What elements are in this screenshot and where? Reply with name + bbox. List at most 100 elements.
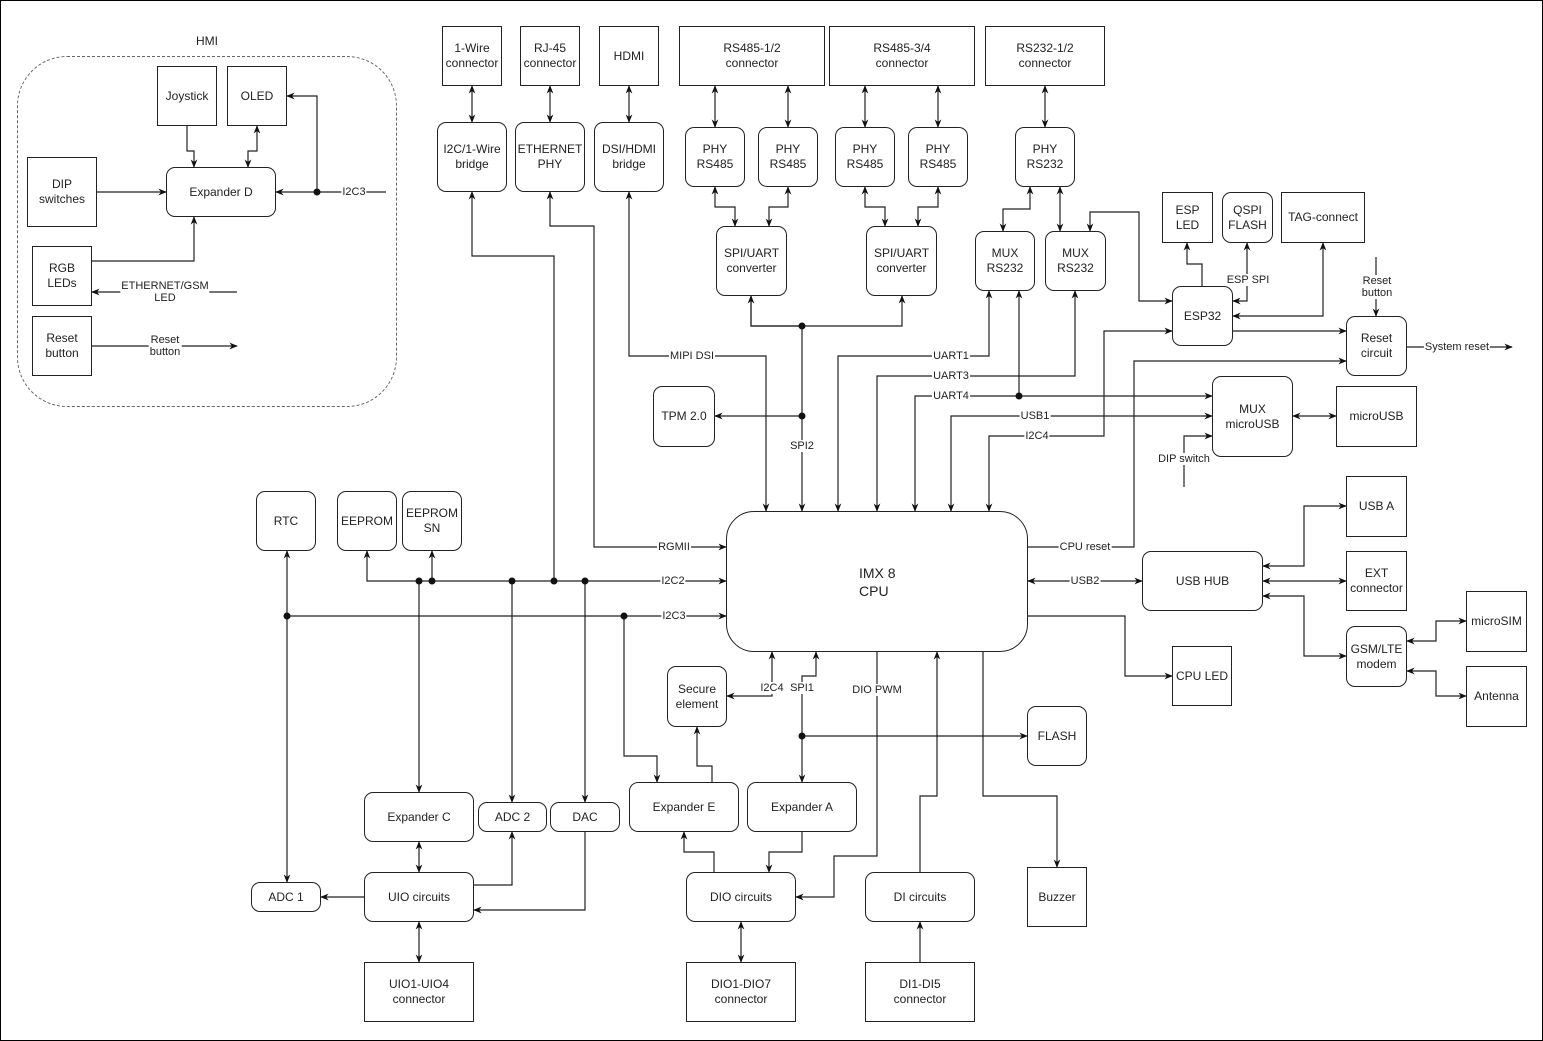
wire-phy3-spiuart — [861, 186, 889, 227]
junction-dot — [550, 577, 558, 585]
reset-circuit-block[interactable]: Reset circuit — [1346, 316, 1407, 376]
phy-rs232-block[interactable]: PHY RS232 — [1015, 127, 1075, 187]
wire-i2c3-expe — [623, 616, 661, 783]
wire-dio-pwm — [795, 652, 878, 901]
oled-block[interactable]: OLED — [227, 66, 287, 126]
expander-c-block[interactable]: Expander C — [364, 792, 474, 842]
expander-d-block[interactable]: Expander D — [166, 167, 276, 217]
tag-connect-block[interactable]: TAG-connect — [1281, 192, 1365, 243]
wire-oled-expd — [244, 125, 261, 168]
label-reset-button-in: Reset button — [1360, 275, 1394, 299]
ext-connector-block[interactable]: EXT connector — [1346, 551, 1407, 611]
label-uart4: UART4 — [932, 390, 970, 402]
i2c-1wire-bridge-block[interactable]: I2C/1-Wire bridge — [437, 122, 507, 192]
rs485-34-connector-block[interactable]: RS485-3/4 connector — [829, 26, 975, 86]
gsm-lte-modem-block[interactable]: GSM/LTE modem — [1346, 626, 1407, 687]
uio-connector-block[interactable]: UIO1-UIO4 connector — [364, 962, 474, 1022]
wire-mux2-esp — [1086, 211, 1173, 305]
reset-button-block[interactable]: Reset button — [32, 316, 92, 376]
wire-expe-secure — [693, 726, 713, 782]
di-circuits-block[interactable]: DI circuits — [865, 872, 975, 922]
wire-dip-mux — [1183, 432, 1213, 487]
microsim-block[interactable]: microSIM — [1466, 591, 1527, 652]
label-i2c2: I2C2 — [660, 575, 686, 587]
phy-rs485-1-block[interactable]: PHY RS485 — [685, 127, 745, 187]
uio-circuits-block[interactable]: UIO circuits — [364, 872, 474, 922]
tpm-block[interactable]: TPM 2.0 — [653, 386, 715, 447]
expander-e-block[interactable]: Expander E — [629, 782, 739, 832]
label-uart3: UART3 — [932, 370, 970, 382]
dio-circuits-block[interactable]: DIO circuits — [686, 872, 796, 922]
junction-dot — [620, 612, 628, 620]
phy-rs485-2-block[interactable]: PHY RS485 — [758, 127, 818, 187]
usb-a-block[interactable]: USB A — [1346, 476, 1407, 537]
wire-uart3 — [873, 290, 1079, 512]
wire-cpu-buzzer — [982, 652, 1061, 868]
wire-eth-rgmii — [546, 191, 727, 551]
dio-connector-block[interactable]: DIO1-DIO7 connector — [686, 962, 796, 1022]
wire-phy232-mux1 — [999, 186, 1034, 232]
flash-block[interactable]: FLASH — [1027, 706, 1087, 766]
spi-uart-converter-2-block[interactable]: SPI/UART converter — [866, 226, 937, 296]
mux-microusb-block[interactable]: MUX microUSB — [1212, 376, 1293, 457]
label-cpu-reset: CPU reset — [1058, 541, 1112, 553]
wire-1wire-i2c2 — [468, 191, 555, 581]
buzzer-block[interactable]: Buzzer — [1027, 867, 1087, 927]
wire-esp-led — [1183, 242, 1203, 286]
hdmi-block[interactable]: HDMI — [599, 26, 659, 86]
junction-dot — [798, 412, 806, 420]
wire-i2c4-esp — [985, 327, 1173, 512]
rgb-leds-block[interactable]: RGB LEDs — [32, 246, 92, 306]
adc1-block[interactable]: ADC 1 — [251, 882, 321, 912]
phy-rs485-4-block[interactable]: PHY RS485 — [908, 127, 968, 187]
esp32-block[interactable]: ESP32 — [1172, 286, 1233, 346]
mux-rs232-2-block[interactable]: MUX RS232 — [1045, 231, 1106, 291]
qspi-flash-block[interactable]: QSPI FLASH — [1222, 192, 1273, 243]
wire-phy1-spiuart — [711, 186, 739, 227]
mux-rs232-1-block[interactable]: MUX RS232 — [975, 231, 1035, 291]
rj45-connector-block[interactable]: RJ-45 connector — [520, 26, 580, 86]
label-spi2: SPI2 — [789, 440, 815, 452]
wire-cpuled — [1028, 615, 1173, 680]
ethernet-phy-block[interactable]: ETHERNET PHY — [515, 122, 585, 192]
joystick-block[interactable]: Joystick — [157, 66, 217, 126]
wire-spi1 — [798, 651, 820, 783]
onewire-connector-block[interactable]: 1-Wire connector — [442, 26, 502, 86]
dsi-hdmi-bridge-block[interactable]: DSI/HDMI bridge — [594, 122, 664, 192]
esp-led-block[interactable]: ESP LED — [1162, 192, 1213, 243]
expander-a-block[interactable]: Expander A — [747, 782, 857, 832]
label-reset-button-signal: Reset button — [148, 334, 182, 358]
junction-dot — [798, 732, 806, 740]
eeprom-block[interactable]: EEPROM — [337, 491, 397, 551]
wire-phy2-spiuart — [765, 186, 792, 227]
junction-dot — [313, 188, 321, 196]
antenna-block[interactable]: Antenna — [1466, 666, 1527, 727]
eeprom-sn-block[interactable]: EEPROM SN — [402, 491, 462, 551]
wire-i2c4-secure — [726, 651, 776, 700]
junction-dot — [798, 322, 806, 330]
wire-spi2-bus — [750, 295, 906, 327]
label-rgmii: RGMII — [657, 541, 691, 553]
rtc-block[interactable]: RTC — [256, 491, 316, 551]
adc2-block[interactable]: ADC 2 — [478, 802, 547, 832]
wire-hub-usba — [1262, 502, 1347, 570]
wire-i2c3-oled — [286, 92, 318, 192]
dac-block[interactable]: DAC — [550, 802, 620, 832]
wire-spi2-bus-left — [747, 295, 802, 327]
hmi-group — [17, 56, 397, 407]
cpu-led-block[interactable]: CPU LED — [1172, 646, 1232, 706]
usb-hub-block[interactable]: USB HUB — [1142, 551, 1263, 611]
di-connector-block[interactable]: DI1-DI5 connector — [865, 962, 975, 1022]
label-esp-spi: ESP SPI — [1225, 274, 1271, 286]
rs232-12-connector-block[interactable]: RS232-1/2 connector — [985, 26, 1105, 86]
wire-expa-dio — [765, 832, 803, 873]
microusb-block[interactable]: microUSB — [1336, 386, 1417, 447]
secure-element-block[interactable]: Secure element — [667, 666, 727, 727]
phy-rs485-3-block[interactable]: PHY RS485 — [835, 127, 895, 187]
spi-uart-converter-1-block[interactable]: SPI/UART converter — [716, 226, 787, 296]
label-ethernet-gsm-led: ETHERNET/GSM LED — [120, 280, 210, 304]
rs485-12-connector-block[interactable]: RS485-1/2 connector — [679, 26, 825, 86]
cpu-block[interactable]: IMX 8 CPU — [726, 511, 1028, 652]
dip-switches-block[interactable]: DIP switches — [27, 157, 97, 227]
wire-dac-uio — [473, 832, 586, 914]
